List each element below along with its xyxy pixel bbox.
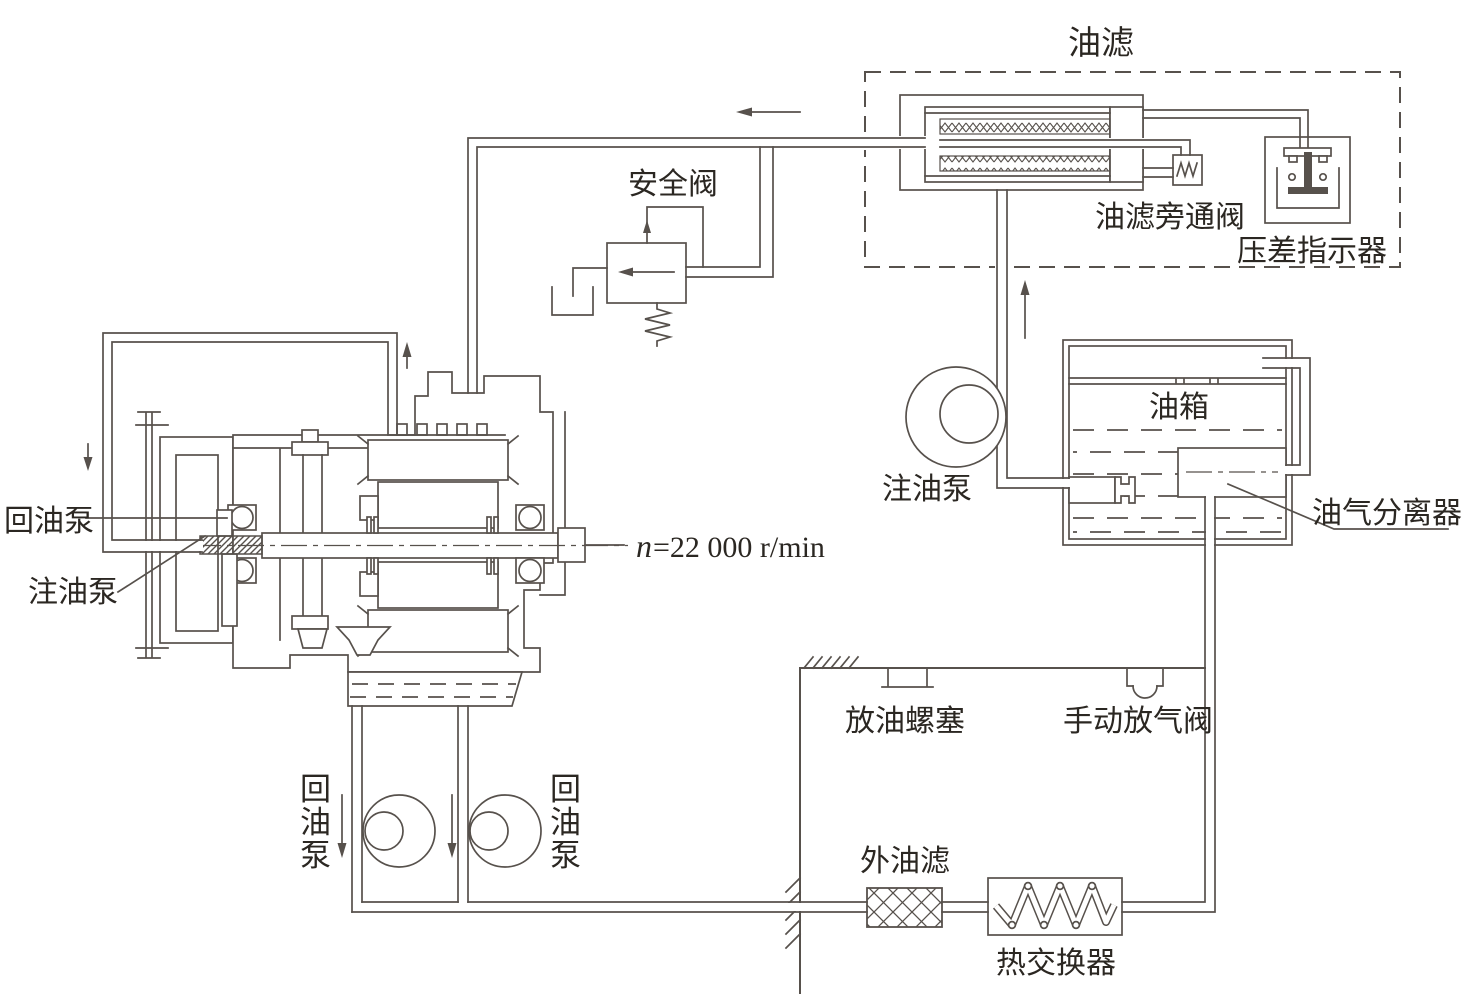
- return-pump-a-char3: 泵: [300, 838, 331, 873]
- shaft-speed-value: =22 000 r/min: [653, 531, 825, 564]
- indicator-stem: [1304, 152, 1312, 190]
- hatch-top: [802, 655, 860, 670]
- coil-joints: [1007, 881, 1097, 930]
- pipe-separator-loop: [1262, 357, 1311, 476]
- filter-media-top: [939, 118, 1111, 135]
- pipe-center-tube: [939, 139, 1191, 156]
- pipe-left-loop: [102, 332, 398, 553]
- separator-label: 油气分离器: [1312, 497, 1462, 530]
- oil-gas-separator: [1177, 447, 1287, 498]
- feed-pump-drive-block: [216, 509, 233, 537]
- pipe-pressure-line: [467, 137, 926, 394]
- filter-bypass-valve: [1172, 154, 1203, 186]
- filter-enclosure: [864, 71, 1401, 268]
- manual-vent-label: 手动放气阀: [1063, 705, 1213, 738]
- pilot-up-arrow-icon: [643, 220, 651, 233]
- filter-media-bottom: [939, 155, 1111, 172]
- external-filter: [866, 887, 943, 928]
- valve-flow-arrow-icon: [618, 267, 633, 277]
- pipe-safety-branch: [685, 146, 774, 278]
- return-pump-a-label: 回 油 泵: [300, 772, 331, 873]
- heat-exchanger: [987, 877, 1123, 936]
- return-pump-machine-label: 回油泵: [4, 505, 94, 538]
- safety-valve-body: [606, 242, 687, 304]
- oil-sump: [347, 671, 524, 707]
- machine-cross-section: [135, 371, 628, 707]
- dp-indicator: [1264, 136, 1351, 224]
- pumps: [362, 366, 1007, 868]
- return-pump-a-char2: 油: [300, 805, 331, 840]
- leader-lines: [85, 482, 1449, 594]
- pipe-sump-drops: [351, 705, 469, 913]
- safety-valve: [551, 206, 704, 347]
- shaft-seals: [366, 516, 499, 575]
- safety-valve-spring-icon: [644, 302, 674, 347]
- piping: [102, 109, 1311, 913]
- pipe-bypass-side: [1142, 167, 1174, 178]
- hatch-left: [784, 876, 802, 950]
- labels: 油滤 安全阀 油滤旁通阀 压差指示器 油箱 注油泵 油气分离器 回油泵 注油泵 …: [4, 25, 1462, 980]
- return-pump-b-inner-icon: [469, 811, 509, 851]
- feed-pump-tank-label: 注油泵: [882, 473, 972, 506]
- manual-vent-valve: [1126, 667, 1164, 699]
- flow-arrow-down-pump-a-icon: [337, 794, 347, 858]
- flow-arrow-down-pump-b-icon: [447, 794, 457, 858]
- foundation: [784, 655, 1206, 994]
- flow-arrow-up-loop-icon: [402, 342, 412, 369]
- volute-cone: [335, 626, 392, 656]
- machine-top-fins: [389, 423, 506, 436]
- pipe-feed-line: [996, 189, 1070, 489]
- external-filter-label: 外油滤: [860, 845, 950, 878]
- safety-valve-label: 安全阀: [628, 168, 718, 201]
- oil-tank: [1062, 339, 1293, 546]
- rotor-nub-bottom: [359, 571, 379, 597]
- stator-top: [356, 434, 520, 486]
- pipe-return-up: [1121, 496, 1216, 913]
- heat-exchanger-label: 热交换器: [996, 947, 1116, 980]
- drain-plug: [881, 667, 934, 688]
- return-pump-b-char3: 泵: [550, 838, 581, 873]
- dp-indicator-label: 压差指示器: [1237, 235, 1387, 268]
- rotor-bottom: [377, 561, 499, 609]
- leader-separator: [1226, 482, 1449, 530]
- shaft-feed-pump-element: [199, 535, 263, 555]
- drain-plug-label: 放油螺塞: [845, 705, 965, 738]
- bypass-spring-icon: [1175, 160, 1199, 179]
- filter-unit-title: 油滤: [1068, 25, 1134, 62]
- feed-pump-machine-label: 注油泵: [28, 576, 118, 609]
- flow-arrow-down-loop-icon: [83, 443, 93, 471]
- flow-arrow-left-icon: [736, 107, 801, 117]
- feed-pump-pickup: [221, 553, 238, 627]
- oil-tank-label: 油箱: [1149, 391, 1209, 424]
- return-pump-a-inner-icon: [364, 811, 404, 851]
- return-pump-a-char1: 回: [300, 772, 331, 807]
- tank-baffle: [1068, 377, 1287, 385]
- pipe-indicator: [1142, 109, 1309, 138]
- indicator-base: [1288, 187, 1328, 194]
- suction-strainer: [1068, 476, 1136, 504]
- shaft-speed-label: n =22 000 r/min: [636, 528, 825, 564]
- rotor-top: [377, 481, 499, 529]
- return-pump-b-char1: 回: [550, 772, 581, 807]
- leader-feed-pump: [116, 534, 207, 594]
- filter-cartridge-lines: [924, 112, 1111, 177]
- tank-inner-wall: [1068, 345, 1287, 540]
- flow-arrow-up-feed-icon: [1020, 280, 1030, 339]
- return-pump-b-char2: 油: [550, 805, 581, 840]
- flow-arrows: [83, 107, 1030, 858]
- pipe-bottom-run: [351, 901, 989, 913]
- machine-left-flange: [135, 411, 169, 659]
- feed-pump-inner-icon: [939, 384, 999, 444]
- bypass-valve-label: 油滤旁通阀: [1095, 201, 1245, 234]
- shaft-speed-n: n: [636, 528, 652, 564]
- safety-valve-drain-icon: [551, 267, 608, 316]
- return-pump-b-label: 回 油 泵: [550, 772, 581, 873]
